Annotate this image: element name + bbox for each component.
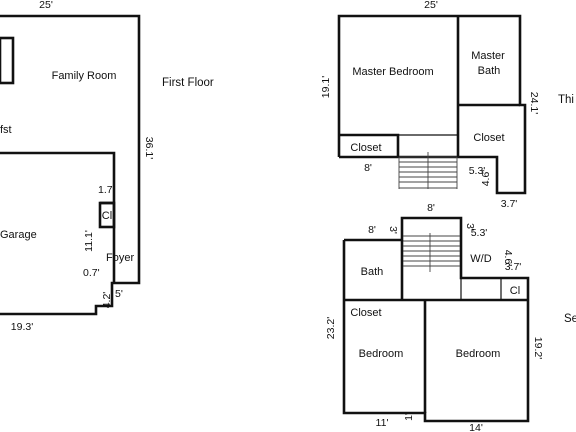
third-dim-5-3: 5.3' (469, 165, 486, 177)
first-dim-1-7: 1.7' (98, 184, 115, 196)
second-cl-label: Cl (510, 285, 520, 297)
second-dim-top: 8' (427, 202, 435, 214)
third-dim-8: 8' (364, 162, 372, 174)
third-closet-right-label: Closet (473, 132, 504, 144)
third-floor-outline (337, 14, 527, 195)
second-dim-11: 11' (376, 417, 389, 429)
second-dim-3b: 3' (464, 223, 476, 231)
third-dim-left: 19.1' (320, 76, 332, 98)
master-bath-label-2: Bath (478, 65, 501, 77)
bedroom-1-label: Bedroom (359, 348, 404, 360)
second-dim-5-3: 5.3' (471, 227, 488, 239)
second-dim-right: 19.2' (532, 337, 544, 359)
first-closet-label: Cl (102, 210, 112, 222)
third-stairs (398, 152, 458, 189)
third-dim-3-7: 3.7' (501, 198, 518, 210)
second-closet-label: Closet (350, 307, 381, 319)
master-bedroom-label: Master Bedroom (352, 66, 433, 78)
first-dim-bottom: 19.3' (11, 321, 33, 333)
third-floor-plan: Master Bedroom Master Bath Closet Closet… (320, 0, 574, 210)
fireplace (0, 36, 15, 85)
second-dim-3a: 3' (387, 226, 399, 234)
first-dim-5: 5' (115, 288, 123, 300)
first-dim-top: 25' (39, 0, 53, 11)
second-floor-label: Se (564, 313, 576, 325)
second-dim-left: 23.2' (325, 317, 337, 339)
breakfast-label: fst (0, 124, 12, 136)
second-dim-4-6: 4.6' (502, 250, 514, 267)
first-dim-right: 36.1' (143, 137, 155, 159)
second-dim-14: 14' (469, 422, 483, 432)
second-stairs (403, 233, 460, 272)
first-floor-plan: Family Room fst Garage Cl Foyer 25' 36.1… (0, 0, 214, 333)
first-floor-outline (0, 14, 141, 316)
second-dim-8: 8' (368, 224, 376, 236)
first-floor-label: First Floor (162, 77, 214, 89)
first-dim-0-7: 0.7' (83, 267, 100, 279)
second-bath-label: Bath (361, 266, 384, 278)
second-floor-plan: Bath W/D Cl Closet Bedroom Bedroom 8' 8'… (325, 202, 576, 432)
garage-label: Garage (0, 229, 37, 241)
wd-label: W/D (470, 253, 491, 265)
foyer-label: Foyer (106, 252, 134, 264)
master-bath-label-1: Master (471, 50, 505, 62)
second-floor-outline (342, 216, 530, 423)
family-room-label: Family Room (52, 70, 117, 82)
third-closet-left-label: Closet (350, 142, 381, 154)
second-dim-3-7: 3.7' (505, 261, 522, 273)
garage-wall (0, 151, 116, 283)
bedroom-2-label: Bedroom (456, 348, 501, 360)
third-dim-right: 24.1' (528, 92, 540, 114)
first-dim-11-1: 11.1' (83, 230, 95, 252)
third-floor-label: Thi (558, 94, 574, 106)
second-dim-1: 1' (403, 413, 415, 421)
third-dim-4-6: 4.6' (480, 170, 492, 187)
third-dim-top: 25' (424, 0, 438, 11)
first-dim-4-2: 4.2' (101, 292, 113, 309)
